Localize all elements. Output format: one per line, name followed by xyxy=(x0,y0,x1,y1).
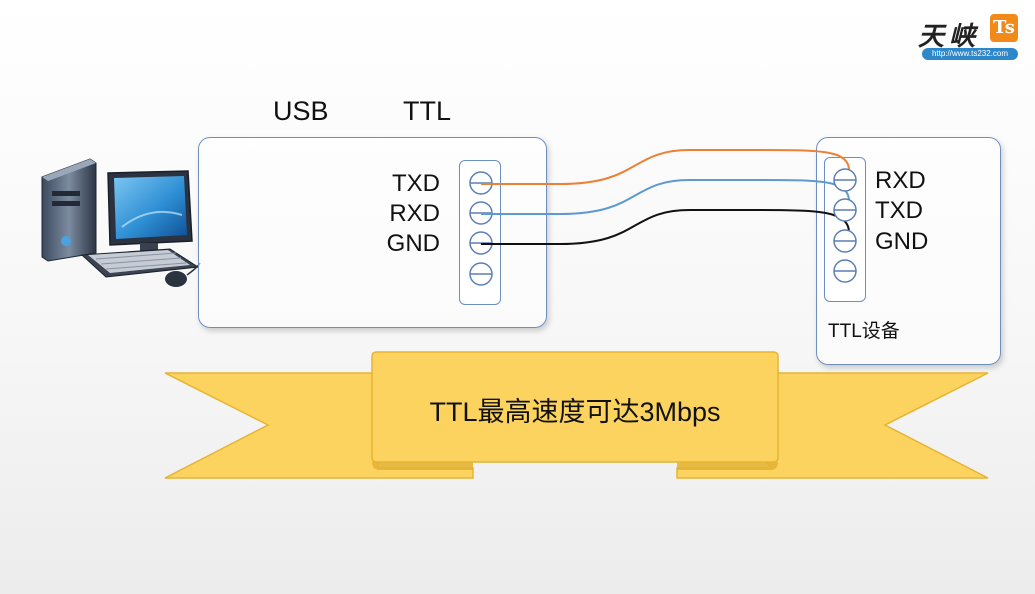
logo: 天 峡 Ts http://www.ts232.com xyxy=(918,10,1023,62)
wire-gnd-to-gnd xyxy=(481,209,851,245)
device-pin-gnd: GND xyxy=(875,228,929,255)
adapter-screw-terminals xyxy=(469,171,493,286)
computer-icon xyxy=(41,158,201,287)
ttl-header: TTL xyxy=(403,96,452,126)
device-pin-rxd: RXD xyxy=(875,167,926,194)
banner-ribbon xyxy=(164,351,989,479)
wire-rxd-to-txd xyxy=(481,179,851,215)
ttl-device-label: TTL设备 xyxy=(828,321,900,342)
adapter-pin-txd: TXD xyxy=(392,170,440,197)
logo-badge: Ts xyxy=(990,14,1018,42)
adapter-pin-gnd: GND xyxy=(386,230,440,257)
logo-brand-glyphs: 天 峡 xyxy=(918,22,975,52)
device-pin-txd: TXD xyxy=(875,197,923,224)
adapter-pin-rxd: RXD xyxy=(389,200,440,227)
banner-text: TTL最高速度可达3Mbps xyxy=(429,397,721,427)
device-screw-terminals xyxy=(833,168,857,283)
usb-header: USB xyxy=(273,96,329,126)
logo-url-bar: http://www.ts232.com xyxy=(922,48,1018,60)
wire-txd-to-rxd xyxy=(481,149,851,185)
